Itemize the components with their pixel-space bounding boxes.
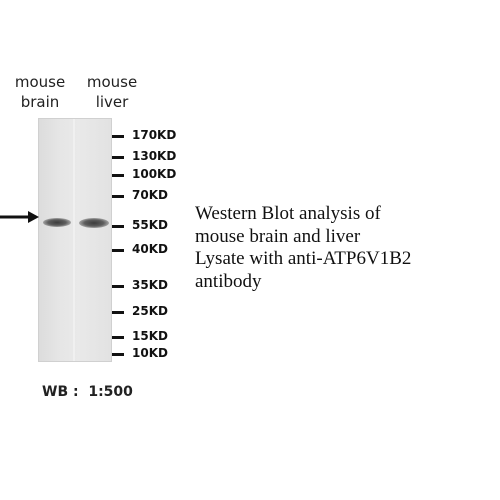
marker-label: 100KD bbox=[132, 167, 177, 181]
mw-marker: 130KD bbox=[110, 149, 190, 164]
marker-label: 25KD bbox=[132, 304, 168, 318]
caption-line: Western Blot analysis of bbox=[195, 203, 381, 224]
band-mouse-brain bbox=[43, 218, 71, 227]
marker-label: 170KD bbox=[132, 128, 177, 142]
mw-marker: 70KD bbox=[110, 188, 190, 203]
marker-tick bbox=[112, 311, 124, 314]
lane-label-line: brain bbox=[20, 93, 60, 111]
blot-membrane bbox=[38, 118, 112, 362]
marker-tick bbox=[112, 353, 124, 356]
marker-label: 40KD bbox=[132, 242, 168, 256]
mw-marker: 10KD bbox=[110, 346, 190, 361]
band-mouse-liver bbox=[79, 218, 109, 228]
lane-separator bbox=[73, 119, 75, 361]
marker-label: 70KD bbox=[132, 188, 168, 202]
mw-marker: 40KD bbox=[110, 242, 190, 257]
marker-tick bbox=[112, 336, 124, 339]
mw-marker: 170KD bbox=[110, 128, 190, 143]
lane-label-line: mouse bbox=[14, 73, 66, 91]
caption-line: Lysate with anti-ATP6V1B2 bbox=[195, 248, 412, 269]
marker-tick bbox=[112, 156, 124, 159]
mw-marker: 25KD bbox=[110, 304, 190, 319]
lane-label-line: mouse bbox=[86, 73, 138, 91]
marker-tick bbox=[112, 249, 124, 252]
mw-marker: 55KD bbox=[110, 218, 190, 233]
marker-label: 35KD bbox=[132, 278, 168, 292]
lane-label-mouse-brain: mouse brain bbox=[5, 72, 75, 112]
marker-tick bbox=[112, 285, 124, 288]
marker-label: 10KD bbox=[132, 346, 168, 360]
marker-tick bbox=[112, 135, 124, 138]
lane-label-line: liver bbox=[95, 93, 129, 111]
marker-tick bbox=[112, 174, 124, 177]
lane-label-mouse-liver: mouse liver bbox=[77, 72, 147, 112]
marker-label: 130KD bbox=[132, 149, 177, 163]
marker-label: 15KD bbox=[132, 329, 168, 343]
mw-marker: 35KD bbox=[110, 278, 190, 293]
wb-dilution: WB : 1:500 bbox=[42, 384, 133, 400]
marker-tick bbox=[112, 195, 124, 198]
caption-line: antibody bbox=[195, 270, 262, 292]
caption-line: mouse brain and liver bbox=[195, 225, 361, 247]
marker-tick bbox=[112, 225, 124, 228]
arrow-right-icon bbox=[0, 211, 39, 223]
mw-marker: 100KD bbox=[110, 167, 190, 182]
mw-marker: 15KD bbox=[110, 329, 190, 344]
blot-caption: Western Blot analysis of mouse brain and… bbox=[195, 203, 495, 293]
marker-label: 55KD bbox=[132, 218, 168, 232]
